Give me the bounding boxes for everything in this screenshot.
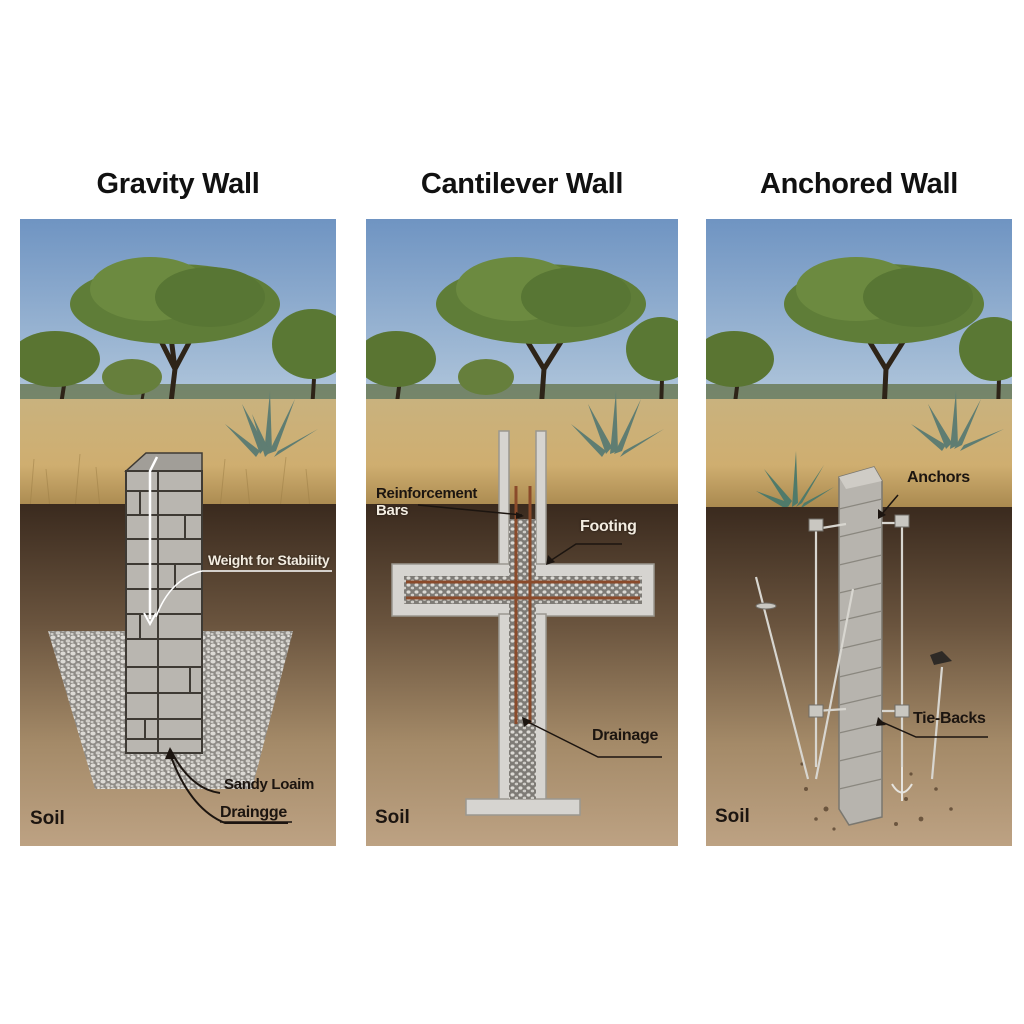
drainage-label: Draingge bbox=[220, 804, 287, 821]
agave-icon bbox=[571, 391, 664, 457]
cantilever-wall-panel: Reinforcement Bars Footing Drainage Soil bbox=[366, 219, 678, 846]
reinforcement-bars-label-line2: Bars bbox=[376, 502, 409, 519]
soil-label: Soil bbox=[30, 808, 65, 829]
sandy-loam-label: Sandy Loaim bbox=[224, 776, 315, 793]
anchored-wall-panel: Anchors Tie-Backs Soil bbox=[706, 219, 1012, 846]
reinforcement-bars bbox=[406, 486, 640, 724]
tie-backs bbox=[754, 521, 944, 780]
anchors-label: Anchors bbox=[907, 469, 970, 486]
anchored-wall-blocks bbox=[838, 466, 883, 826]
cantilever-wall-title: Cantilever Wall bbox=[420, 168, 624, 200]
weight-for-stability-label: Weight for Stabiiity bbox=[208, 552, 330, 568]
agave-icon bbox=[225, 391, 318, 457]
drainage-label: Drainage bbox=[592, 727, 659, 744]
tree-icon bbox=[706, 257, 1012, 412]
reinforcement-bars-label-line1: Reinforcement bbox=[376, 485, 478, 502]
footing-label: Footing bbox=[580, 518, 637, 535]
gravity-wall-illustration bbox=[20, 219, 336, 846]
anchored-wall-title: Anchored Wall bbox=[759, 168, 959, 200]
anchor-plates bbox=[755, 514, 910, 718]
gravity-wall-title: Gravity Wall bbox=[96, 168, 260, 200]
tree-icon bbox=[20, 257, 336, 412]
agave-icon bbox=[911, 391, 1004, 451]
tie-backs-label: Tie-Backs bbox=[913, 710, 986, 727]
gravity-wall-panel: Weight for Stabiiity Sandy Loaim Draingg… bbox=[20, 219, 336, 846]
cantilever-wall-illustration bbox=[366, 219, 678, 846]
anchored-wall-illustration bbox=[706, 219, 1012, 846]
soil-label: Soil bbox=[715, 806, 750, 827]
soil-label: Soil bbox=[375, 807, 410, 828]
agave-icon bbox=[756, 451, 834, 509]
stone-wall bbox=[124, 452, 203, 754]
tree-icon bbox=[366, 257, 678, 412]
